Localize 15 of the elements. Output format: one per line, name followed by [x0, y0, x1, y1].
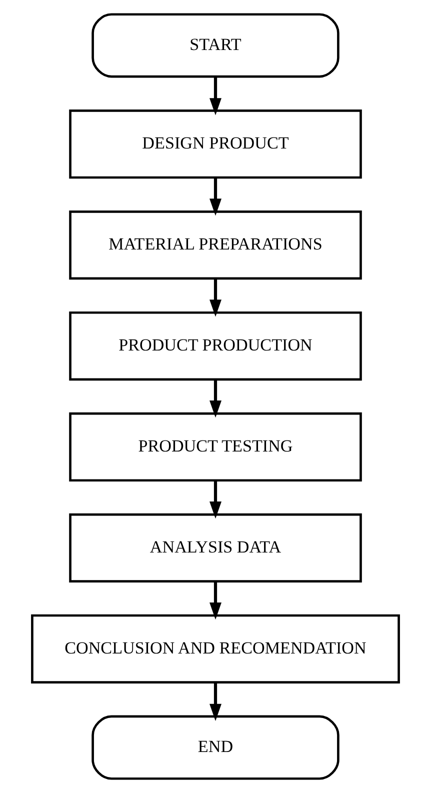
node-box: DESIGN PRODUCT — [68, 110, 362, 179]
arrow — [209, 582, 221, 620]
arrow — [209, 380, 221, 418]
node-box: PRODUCT PRODUCTION — [68, 311, 362, 381]
node-box: MATERIAL PREPARATIONS — [68, 210, 362, 280]
arrow — [209, 178, 221, 216]
node-box: START — [91, 13, 339, 78]
arrow — [209, 278, 221, 317]
arrow — [209, 76, 221, 116]
arrow — [209, 480, 221, 519]
node-box: ANALYSIS DATA — [68, 513, 362, 582]
node-box: PRODUCT TESTING — [68, 412, 362, 482]
node-box: CONCLUSION AND RECOMENDATION — [30, 614, 400, 684]
arrow — [209, 682, 221, 721]
node-box: END — [91, 715, 339, 780]
